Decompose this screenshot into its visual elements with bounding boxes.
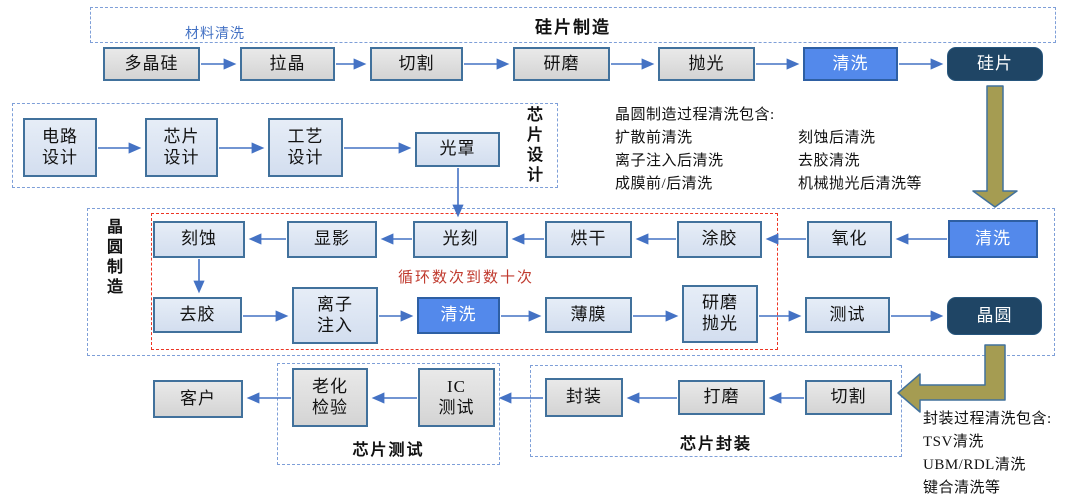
node-crystal-pulling: 拉晶 [240, 47, 335, 81]
node-ic-test: IC 测试 [418, 368, 495, 427]
node-lapping: 打磨 [678, 380, 765, 415]
node-baking: 烘干 [545, 221, 632, 258]
node-coating: 涂胶 [677, 221, 762, 258]
node-customer: 客户 [153, 380, 243, 418]
node-stripping: 去胶 [153, 297, 242, 333]
node-cleaning-3: 清洗 [417, 297, 500, 334]
node-cutting: 切割 [370, 47, 463, 81]
chip-test-section-title: 芯片测试 [352, 442, 425, 459]
node-lithography: 光刻 [413, 221, 508, 258]
node-oxidation: 氧化 [807, 221, 892, 258]
note-pkg-cleaning-heading: 封装过程清洗包含: [923, 411, 1052, 427]
loop-frame [151, 213, 778, 350]
note-fab-cleaning: 晶圆制造过程清洗包含: 扩散前清洗刻蚀后清洗 离子注入后清洗去胶清洗 成膜前/后… [615, 104, 922, 196]
node-photomask: 光罩 [415, 132, 500, 167]
node-polishing: 抛光 [658, 47, 755, 81]
wafer-fab-section-title: 晶圆制造 [104, 218, 121, 298]
node-silicon-wafer: 硅片 [947, 47, 1043, 81]
big-arrow-down-icon [972, 85, 1018, 208]
node-developing: 显影 [287, 221, 377, 258]
wafer-fab-section-frame [87, 208, 1055, 356]
note-fab-cleaning-heading: 晶圆制造过程清洗包含: [615, 107, 775, 123]
silicon-section-title: 硅片制造 [535, 18, 611, 37]
loop-note: 循环数次到数十次 [398, 270, 535, 286]
node-process-design: 工艺 设计 [268, 118, 343, 177]
node-chip-design: 芯片 设计 [145, 118, 218, 177]
node-circuit-design: 电路 设计 [23, 118, 97, 177]
node-burn-in-inspection: 老化 检验 [292, 368, 368, 427]
chip-test-section-frame [277, 363, 500, 465]
note-pkg-cleaning: 封装过程清洗包含: TSV清洗 UBM/RDL清洗 键合清洗等 [923, 408, 1052, 500]
node-wafer: 晶圆 [947, 297, 1042, 335]
node-grinding: 研磨 [513, 47, 610, 81]
node-polysilicon: 多晶硅 [103, 47, 200, 81]
node-cleaning-2: 清洗 [948, 220, 1038, 258]
node-testing: 测试 [805, 297, 890, 333]
node-ion-implantation: 离子 注入 [292, 287, 378, 344]
node-grind-polish: 研磨 抛光 [682, 285, 758, 343]
node-etching: 刻蚀 [153, 221, 245, 258]
packaging-section-title: 芯片封装 [679, 436, 752, 453]
silicon-section-frame [90, 7, 1056, 43]
chip-design-section-title: 芯片设计 [524, 106, 541, 186]
node-dicing: 切割 [805, 380, 892, 415]
chip-design-section-frame [12, 103, 558, 188]
node-cleaning-1: 清洗 [803, 47, 898, 81]
node-thin-film: 薄膜 [545, 297, 632, 333]
material-cleaning-tag: 材料清洗 [185, 27, 245, 42]
node-packaging: 封装 [545, 378, 623, 417]
